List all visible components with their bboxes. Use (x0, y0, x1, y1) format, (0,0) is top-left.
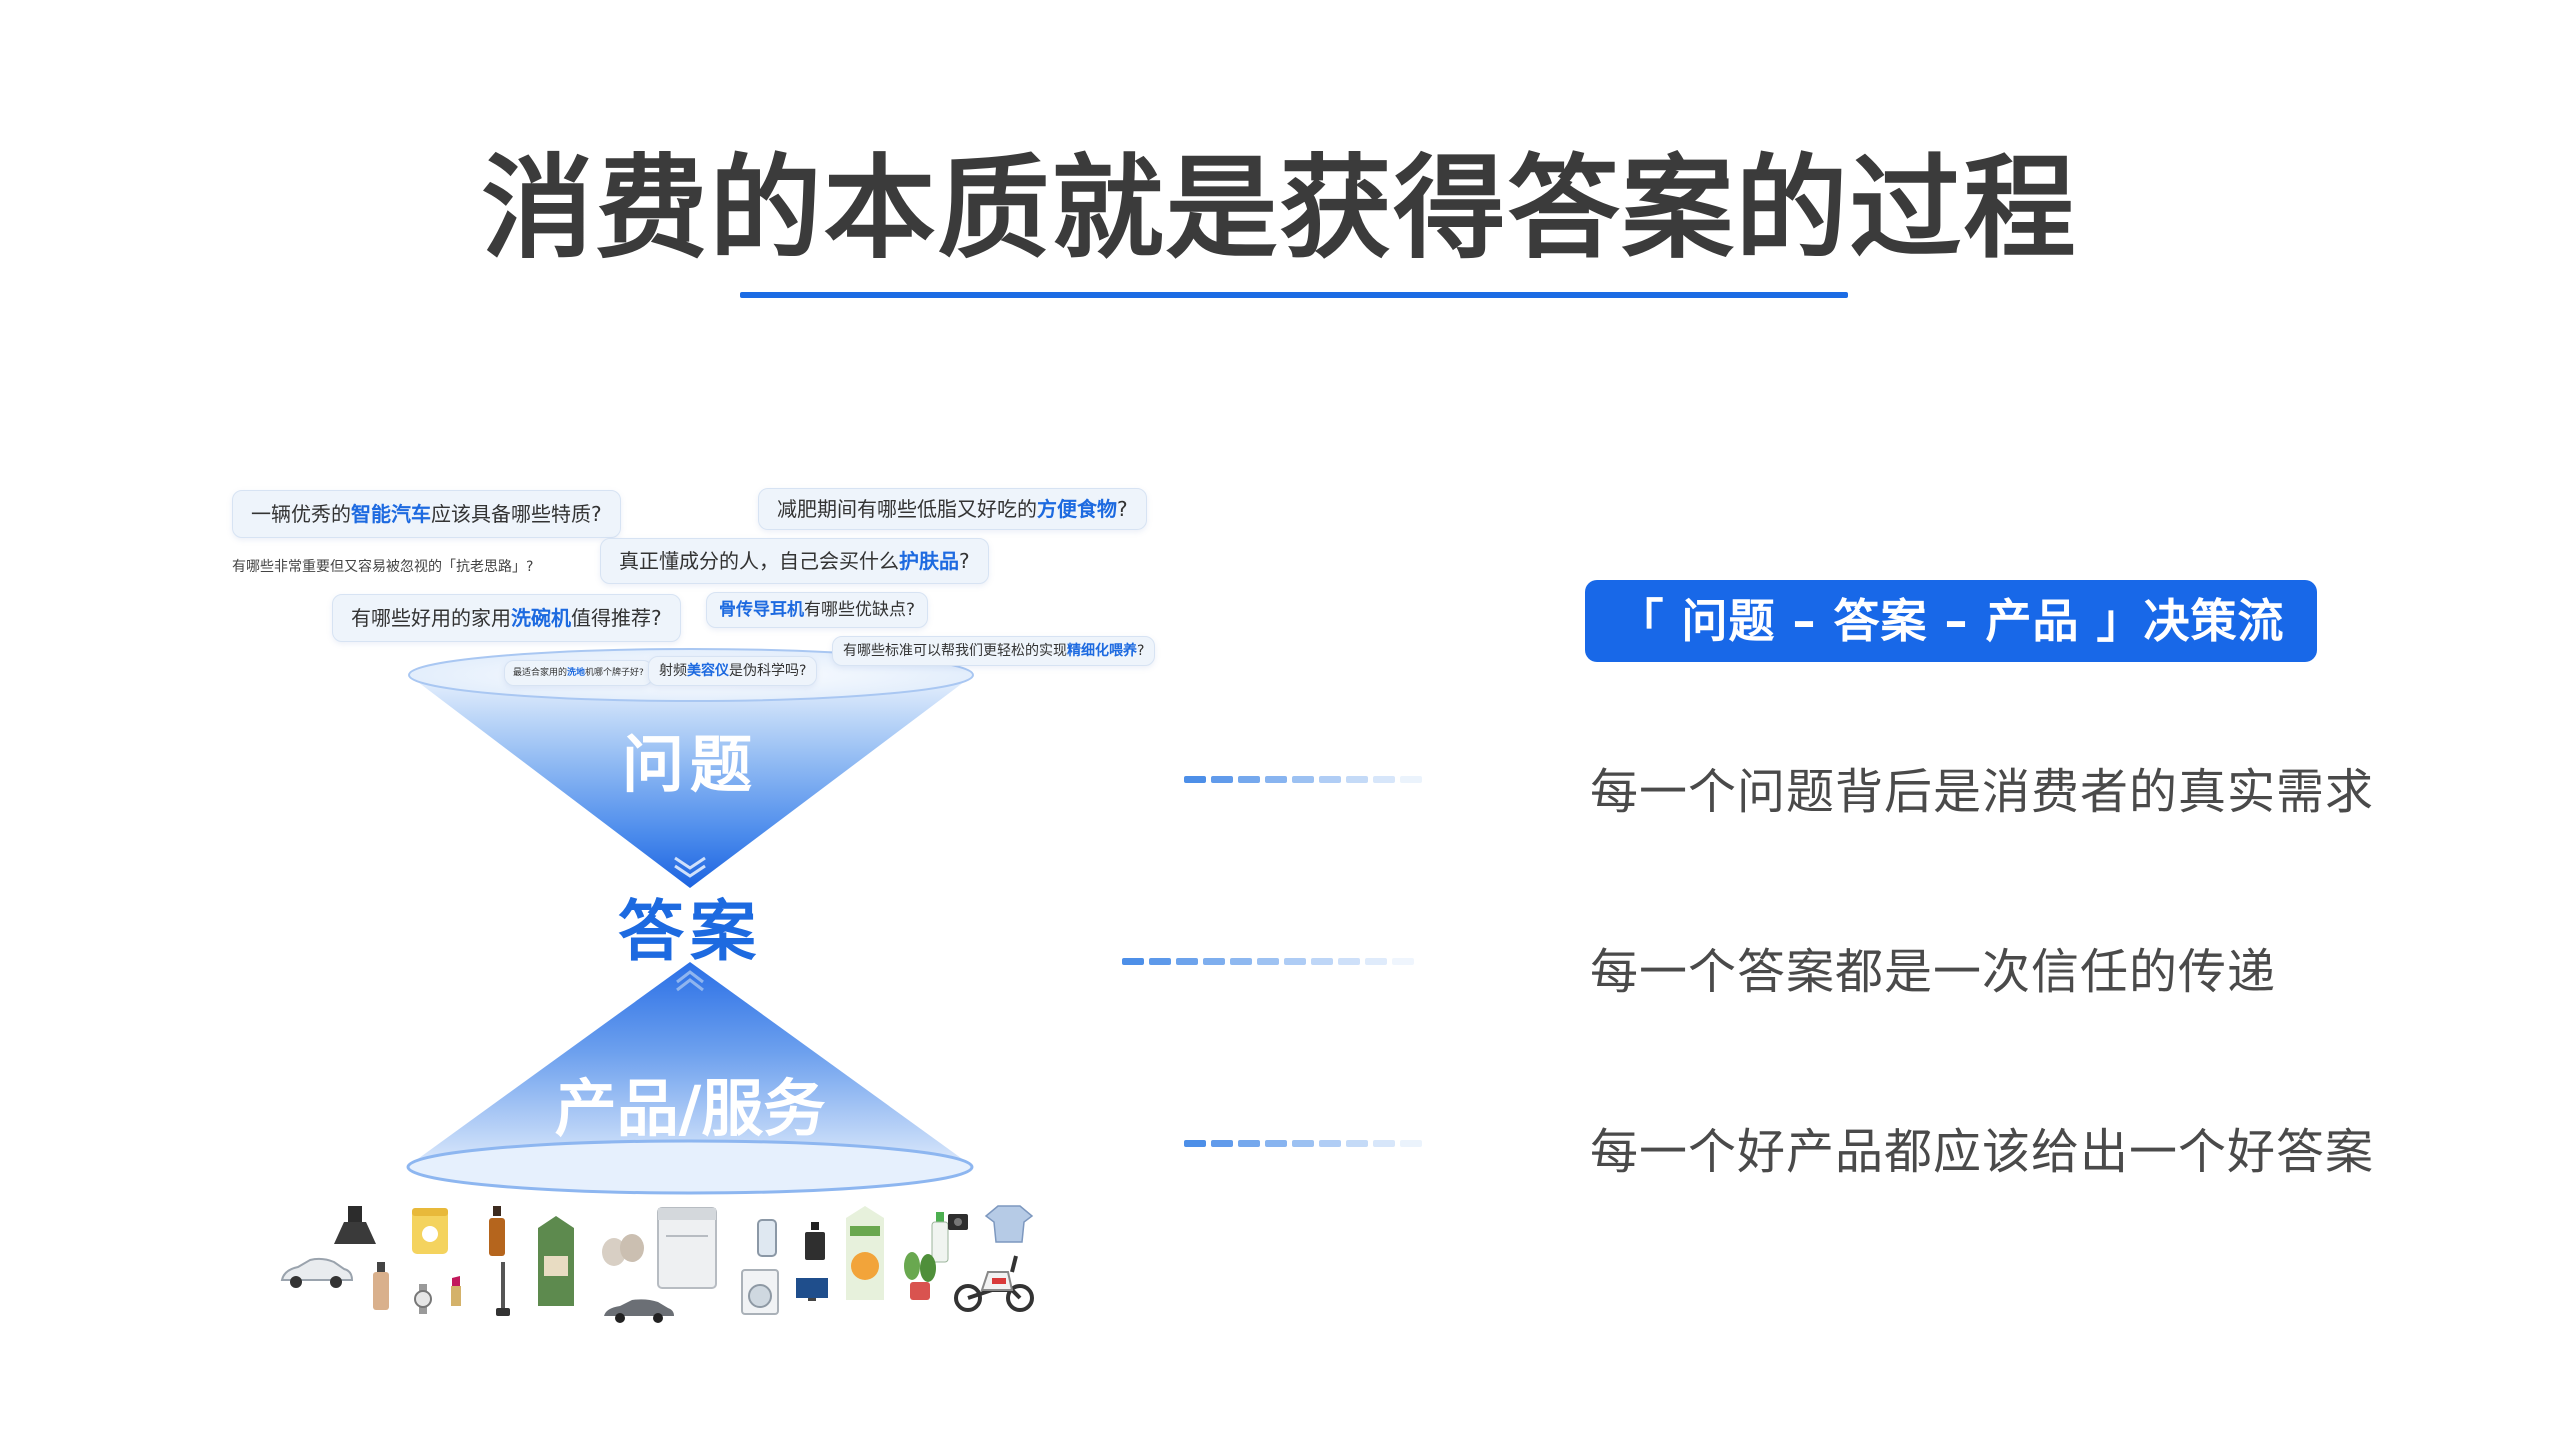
funnel-label-product: 产品/服务 (554, 1072, 826, 1145)
connector-dash (1373, 1140, 1395, 1147)
question-bubble-car: 一辆优秀的智能汽车应该具备哪些特质? (232, 490, 621, 538)
dishwasher-icon (657, 1207, 717, 1289)
phone-icon (757, 1219, 777, 1257)
question-cone (410, 676, 972, 888)
statement-demand: 每一个问题背后是消费者的真实需求 (1590, 764, 2375, 820)
connector-dash (1176, 958, 1198, 965)
statement-trust: 每一个答案都是一次信任的传递 (1590, 944, 2277, 1000)
dash-connector-3 (1184, 1140, 1444, 1148)
connector-dash (1346, 776, 1368, 783)
plant-icon (904, 1252, 936, 1300)
connector-dash (1211, 1140, 1233, 1147)
question-bubble-feeding: 有哪些标准可以帮我们更轻松的实现精细化喂养? (832, 636, 1156, 666)
product-cone (408, 962, 972, 1166)
question-bubble-floor-washer: 最适合家用的洗地机哪个牌子好? (504, 660, 653, 686)
connector-dash (1149, 958, 1171, 965)
funnel-label-question: 问题 (621, 728, 758, 801)
connector-dash (1211, 776, 1233, 783)
perfume-icon (489, 1206, 505, 1256)
foundation-bottle-icon (373, 1262, 389, 1310)
connector-dash (1265, 776, 1287, 783)
connector-dash (1319, 776, 1341, 783)
connector-dash (1184, 776, 1206, 783)
drink-carton-icon (538, 1216, 574, 1306)
connector-dash (1238, 1140, 1260, 1147)
connector-dash (1338, 958, 1360, 965)
spray-bottle-icon (931, 1212, 949, 1263)
dash-connector-2 (1122, 958, 1444, 966)
connector-dash (1373, 776, 1395, 783)
question-bubble-beauty-device: 射频美容仪是伪科学吗? (648, 656, 818, 686)
connector-dash (1292, 776, 1314, 783)
connector-dash (1311, 958, 1333, 965)
milk-powder-icon (412, 1208, 448, 1254)
funnel-label-answer: 答案 (618, 893, 762, 970)
connector-dash (1257, 958, 1279, 965)
statement-good-answer: 每一个好产品都应该给出一个好答案 (1590, 1124, 2375, 1180)
sedan-icon (604, 1299, 674, 1323)
connector-dash (1292, 1140, 1314, 1147)
vacuum-icon (496, 1262, 510, 1316)
scooter-icon (954, 1255, 1034, 1312)
lipstick-icon (451, 1276, 461, 1306)
connector-dash (1284, 958, 1306, 965)
watch-icon (414, 1284, 432, 1314)
connector-dash (1238, 776, 1260, 783)
cologne-icon (805, 1222, 825, 1260)
question-bubble-earphones: 骨传导耳机有哪些优缺点? (706, 592, 929, 628)
question-bubble-diet-food: 减肥期间有哪些低脂又好吃的方便食物? (758, 488, 1147, 530)
product-cone-rim (406, 1139, 974, 1195)
connector-dash (1392, 958, 1414, 965)
car-icon (280, 1257, 354, 1288)
connector-dash (1319, 1140, 1341, 1147)
shirt-icon (984, 1205, 1034, 1243)
connector-dash (1400, 776, 1422, 783)
earbuds-icon (602, 1234, 644, 1266)
connector-dash (1184, 1140, 1206, 1147)
title-underline (740, 292, 1848, 298)
range-hood-icon (334, 1206, 376, 1244)
connector-dash (1346, 1140, 1368, 1147)
question-bubble-dishwasher: 有哪些好用的家用洗碗机值得推荐? (332, 594, 681, 642)
connector-dash (1365, 958, 1387, 965)
juice-carton-icon (846, 1206, 884, 1300)
tv-icon (796, 1278, 828, 1301)
connector-dash (1230, 958, 1252, 965)
decision-flow-badge: 「 问题 – 答案 – 产品 」决策流 (1585, 580, 2317, 662)
connector-dash (1400, 1140, 1422, 1147)
question-bubble-antiaging: 有哪些非常重要但又容易被忽视的「抗老思路」? (232, 559, 534, 575)
dash-connector-1 (1184, 776, 1444, 784)
connector-dash (1122, 958, 1144, 965)
connector-dash (1265, 1140, 1287, 1147)
camera-icon (948, 1214, 968, 1230)
question-bubble-skincare: 真正懂成分的人，自己会买什么护肤品? (600, 538, 989, 584)
washing-machine-icon (741, 1269, 779, 1315)
connector-dash (1203, 958, 1225, 965)
page-title: 消费的本质就是获得答案的过程 (481, 144, 2078, 274)
